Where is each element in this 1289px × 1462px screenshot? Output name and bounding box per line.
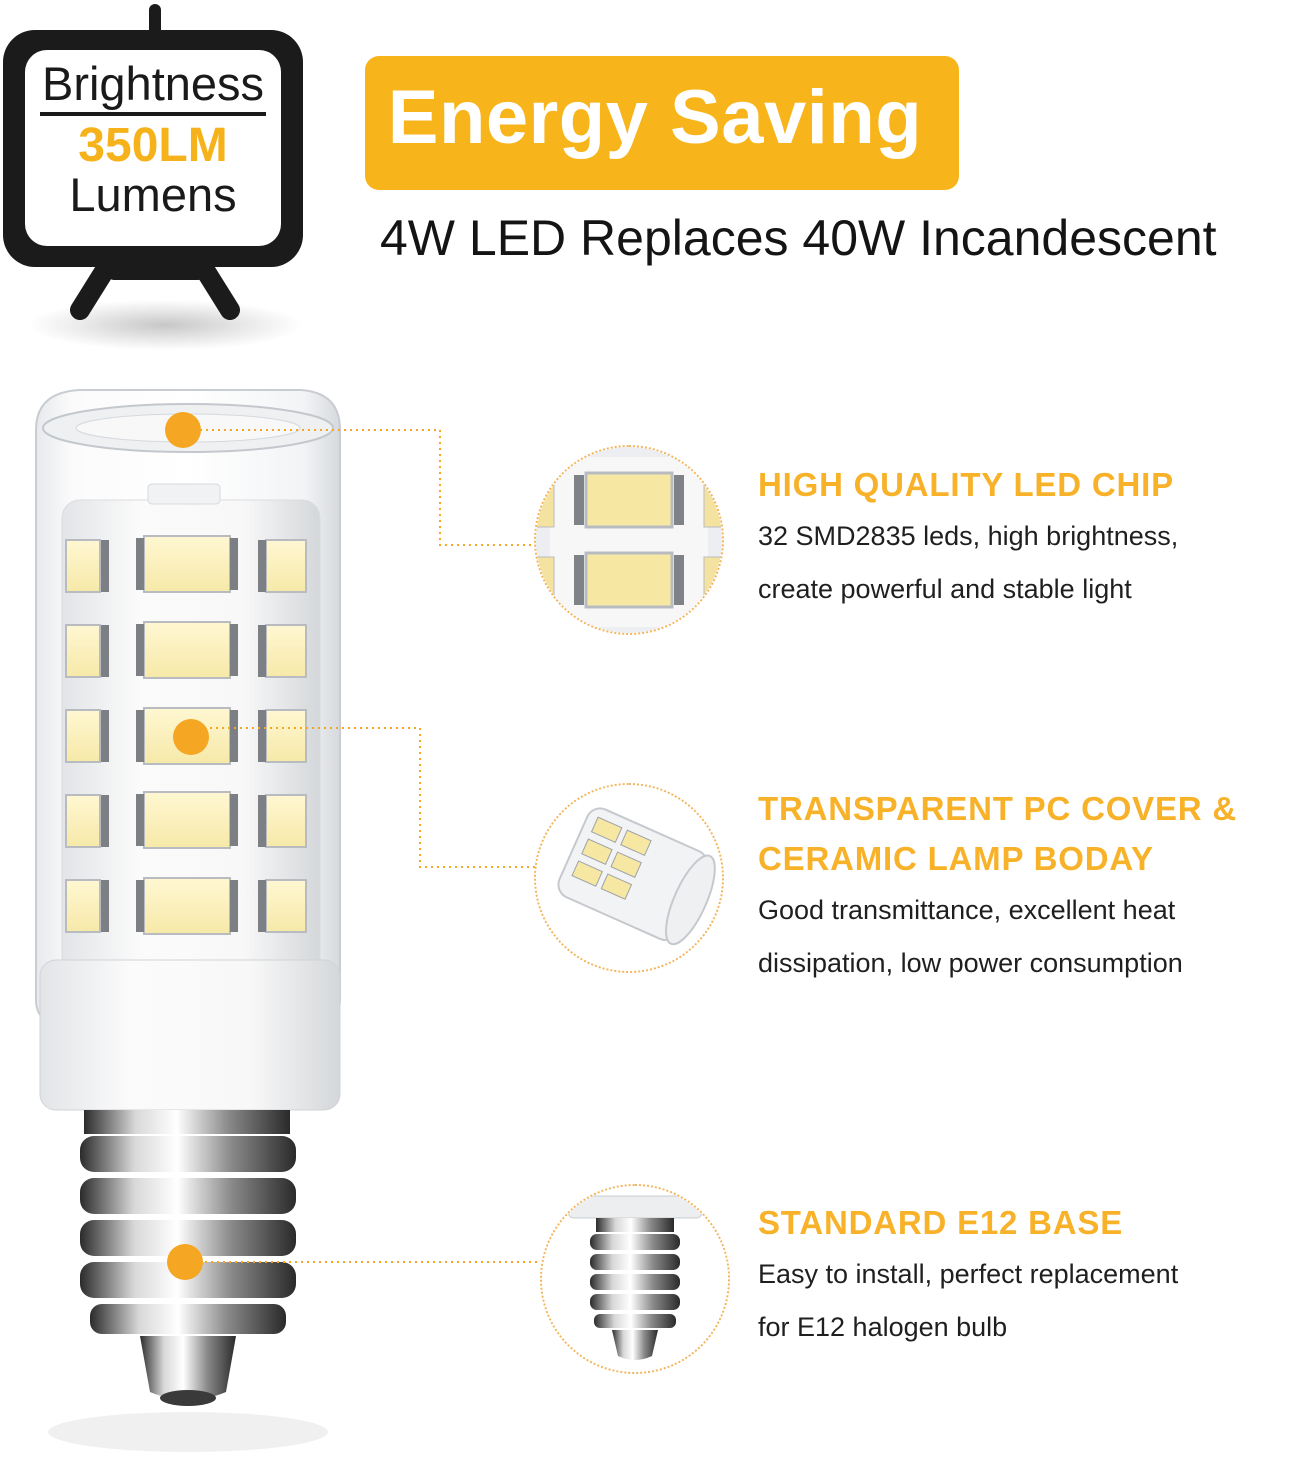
banner-title: Energy Saving bbox=[387, 75, 923, 160]
brightness-label: Brightness bbox=[39, 56, 267, 116]
feature-desc-line: 32 SMD2835 leds, high brightness, bbox=[758, 521, 1179, 551]
led-chip-closeup-icon bbox=[536, 447, 722, 633]
brightness-text: Brightness 350LM Lumens bbox=[25, 56, 281, 218]
bulb-tip-closeup-icon bbox=[536, 785, 722, 971]
brightness-unit: Lumens bbox=[69, 168, 237, 221]
feature-pc-cover: TRANSPARENT PC COVER & CERAMIC LAMP BODA… bbox=[758, 784, 1237, 990]
callout-lines bbox=[200, 429, 540, 1263]
brightness-value: 350LM bbox=[78, 119, 228, 172]
banner-subtitle: 4W LED Replaces 40W Incandescent bbox=[380, 210, 1217, 266]
e12-base-closeup-icon bbox=[542, 1186, 728, 1372]
feature-title: HIGH QUALITY LED CHIP bbox=[758, 466, 1174, 503]
feature-desc-line: Good transmittance, excellent heat bbox=[758, 895, 1176, 925]
easel-panel bbox=[25, 50, 281, 246]
feature-desc-line: Easy to install, perfect replacement bbox=[758, 1259, 1179, 1289]
e12-base-closeup bbox=[540, 1184, 730, 1374]
brightness-sign: Brightness 350LM Lumens bbox=[0, 0, 330, 360]
energy-saving-banner bbox=[365, 56, 959, 190]
feature-desc-line: dissipation, low power consumption bbox=[758, 948, 1183, 978]
bulb-tip-closeup bbox=[534, 783, 724, 973]
feature-title: TRANSPARENT PC COVER & bbox=[758, 790, 1238, 827]
feature-led-chip: HIGH QUALITY LED CHIP 32 SMD2835 leds, h… bbox=[758, 460, 1178, 616]
led-bulb-icon bbox=[35, 389, 341, 1452]
feature-e12-base: STANDARD E12 BASE Easy to install, perfe… bbox=[758, 1198, 1178, 1354]
feature-desc-line: create powerful and stable light bbox=[758, 574, 1132, 604]
feature-desc-line: for E12 halogen bulb bbox=[758, 1312, 1008, 1342]
feature-title: CERAMIC LAMP BODAY bbox=[758, 840, 1154, 877]
led-chip-closeup bbox=[534, 445, 724, 635]
feature-title: STANDARD E12 BASE bbox=[758, 1204, 1124, 1241]
